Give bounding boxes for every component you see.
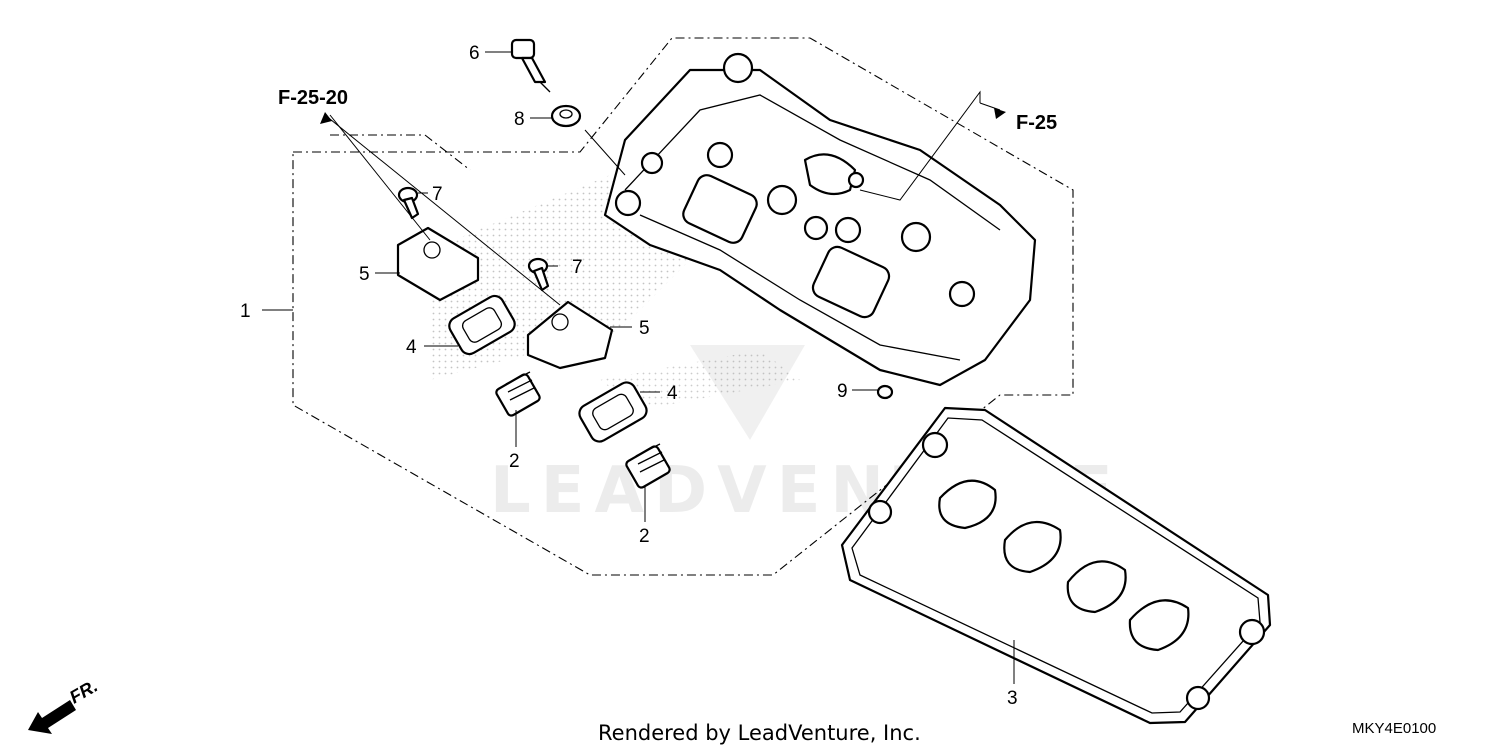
assembly-outline-inner xyxy=(330,134,471,171)
callout-6: 6 xyxy=(469,43,480,64)
callout-3: 3 xyxy=(1007,688,1018,709)
callout-4b: 4 xyxy=(667,383,678,404)
front-arrow-icon xyxy=(28,700,76,734)
assembly-outline-1 xyxy=(292,37,1074,576)
callout-2a: 2 xyxy=(509,451,520,472)
bracket-5b xyxy=(526,300,614,370)
cap-9 xyxy=(876,384,894,400)
seal-4a xyxy=(448,294,516,356)
callout-5b: 5 xyxy=(639,318,650,339)
callout-9: 9 xyxy=(837,381,848,402)
seal-4b xyxy=(578,381,648,443)
arrow-ref-tr-icon xyxy=(994,108,1006,119)
front-direction-marker: FR. xyxy=(28,676,101,734)
footer-credit: Rendered by LeadVenture, Inc. xyxy=(598,721,921,745)
callout-7a: 7 xyxy=(432,184,443,205)
cylinder-head-cover xyxy=(603,52,1037,387)
shading-area-lower xyxy=(600,350,800,410)
diagram-code: MKY4E0100 xyxy=(1352,720,1436,737)
callout-8: 8 xyxy=(514,109,525,130)
ref-f-25[interactable]: F-25 xyxy=(1016,112,1057,134)
callout-5a: 5 xyxy=(359,264,370,285)
bolt-6 xyxy=(510,38,551,93)
callout-2b: 2 xyxy=(639,526,650,547)
filter-2a xyxy=(495,371,541,417)
head-cover-gasket xyxy=(840,406,1272,725)
washer-8 xyxy=(550,104,582,128)
bracket-5a xyxy=(396,226,480,302)
bolt-7a xyxy=(397,186,420,220)
callout-7b: 7 xyxy=(572,257,583,278)
callout-1: 1 xyxy=(240,301,251,322)
leader-lines xyxy=(262,51,1015,684)
arrow-ref-tl-icon xyxy=(320,112,332,124)
callout-4a: 4 xyxy=(406,337,417,358)
ref-f-25-20[interactable]: F-25-20 xyxy=(278,87,348,109)
filter-2b xyxy=(625,443,671,489)
